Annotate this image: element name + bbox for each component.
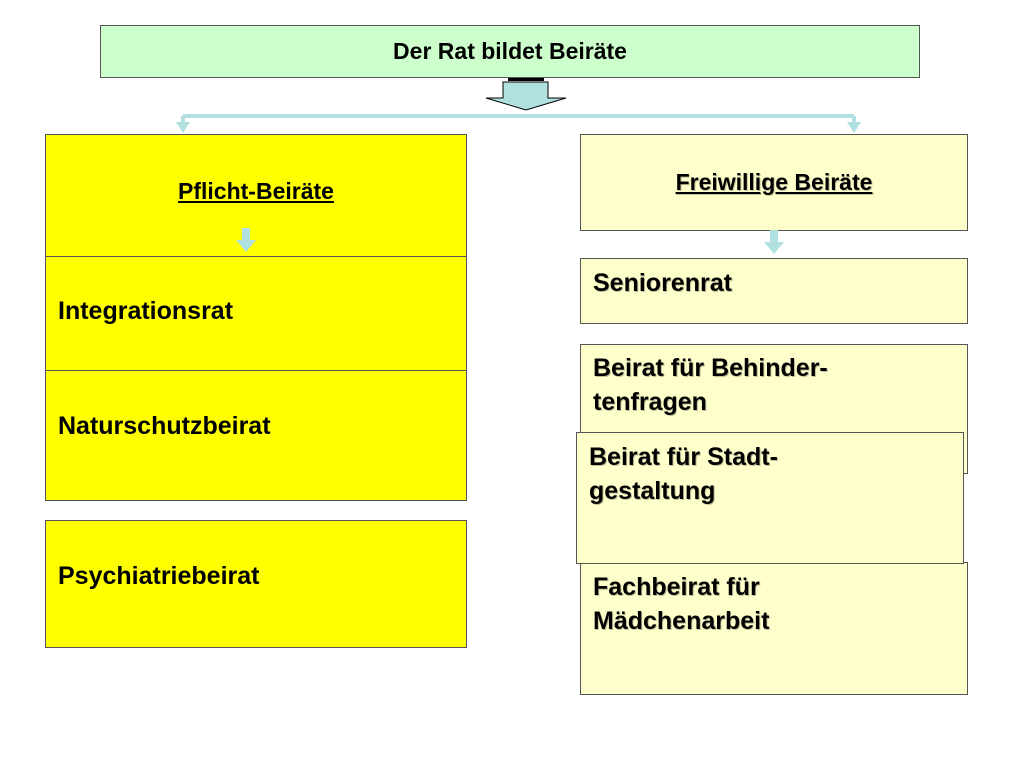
title-text: Der Rat bildet Beiräte — [393, 38, 627, 64]
voluntary-down-arrow — [764, 230, 784, 254]
board-label-line2: Mädchenarbeit — [593, 607, 770, 635]
mandatory-down-arrow — [236, 228, 256, 252]
mandatory-boards-heading: Pflicht-Beiräte — [178, 177, 334, 204]
branch-connector — [181, 114, 856, 124]
title-box: Der Rat bildet Beiräte — [100, 25, 920, 78]
board-stadtgestaltung: Beirat für Stadt- gestaltung — [576, 432, 964, 564]
board-label-line2: gestaltung — [589, 477, 716, 505]
left-branch-arrowhead — [176, 122, 190, 133]
board-label-line1: Beirat für Behinder- — [593, 354, 828, 382]
right-branch-arrowhead — [847, 122, 861, 133]
board-label-line1: Fachbeirat für — [593, 573, 760, 601]
board-naturschutzbeirat: Naturschutzbeirat — [45, 370, 467, 501]
board-maedchenarbeit: Fachbeirat für Mädchenarbeit — [580, 562, 968, 695]
board-label: Integrationsrat — [58, 297, 234, 325]
board-psychiatriebeirat: Psychiatriebeirat — [45, 520, 467, 648]
board-label: Seniorenrat — [593, 269, 732, 297]
board-integrationsrat: Integrationsrat — [45, 256, 467, 372]
mandatory-boards-heading-box: Pflicht-Beiräte — [45, 134, 467, 258]
voluntary-boards-heading-box: Freiwillige Beiräte — [580, 134, 968, 231]
board-label: Naturschutzbeirat — [58, 412, 271, 440]
main-down-arrow — [485, 77, 567, 111]
board-label: Psychiatriebeirat — [58, 562, 260, 590]
voluntary-boards-heading: Freiwillige Beiräte — [675, 169, 873, 195]
board-seniorenrat: Seniorenrat — [580, 258, 968, 324]
board-label-line1: Beirat für Stadt- — [589, 443, 778, 471]
board-label-line2: tenfragen — [593, 388, 707, 416]
